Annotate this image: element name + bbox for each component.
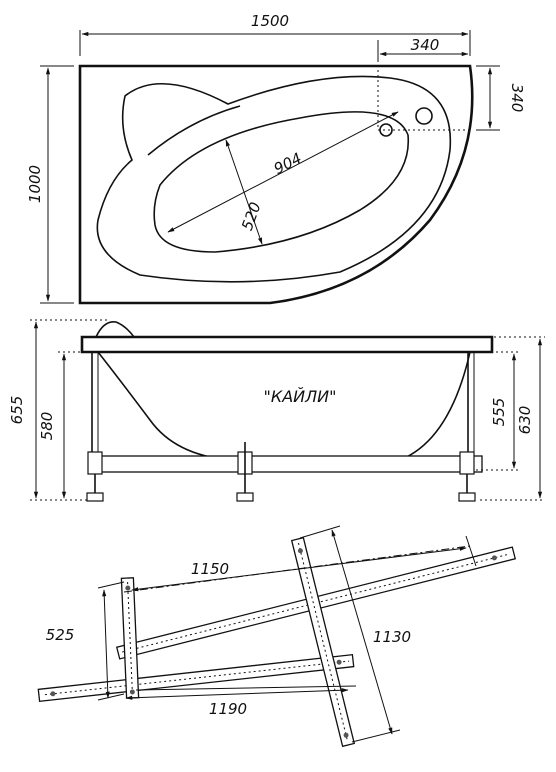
dim-offset-x: 340	[411, 36, 440, 54]
dim-offset-y: 340	[508, 84, 526, 113]
tub-rim-inner	[96, 75, 452, 283]
tub-rim-side	[80, 335, 494, 354]
overflow-hole	[415, 107, 433, 125]
headrest-side	[95, 320, 135, 338]
adjustable-foot-left	[86, 451, 104, 502]
dim-frame-length-bottom: 1190	[209, 700, 247, 718]
drain-hole	[379, 123, 393, 137]
frame-bar-side	[89, 455, 483, 473]
adjustable-foot-middle	[236, 442, 254, 502]
adjustable-foot-right	[458, 451, 476, 502]
dim-depth: 1000	[26, 165, 44, 203]
dim-width: 1500	[251, 12, 289, 30]
tub-bowl	[153, 111, 410, 253]
frame-bar-lower	[37, 653, 355, 703]
dim-inner-height: 555	[490, 398, 508, 427]
top-view: 1500 340 340 1000 904 520	[26, 12, 526, 305]
side-view: "КАЙЛИ" 655 580 555 630	[8, 319, 545, 502]
dim-frame-length-top: 1150	[191, 560, 229, 578]
tub-outline-top	[78, 64, 474, 305]
frame-view: 1150 1190 525 1130	[37, 525, 517, 748]
model-name: "КАЙЛИ"	[264, 387, 337, 406]
headrest-curve	[147, 105, 241, 156]
dim-total-height: 655	[8, 396, 26, 425]
dim-frame-diagonal: 1130	[373, 628, 411, 646]
dim-bowl-length: 904	[271, 149, 305, 178]
tub-body-side	[97, 351, 471, 461]
dim-bowl-width: 520	[238, 200, 265, 233]
dim-frame-height: 630	[516, 406, 534, 435]
dim-rim-height: 580	[38, 412, 56, 441]
dim-frame-width: 525	[46, 626, 75, 644]
